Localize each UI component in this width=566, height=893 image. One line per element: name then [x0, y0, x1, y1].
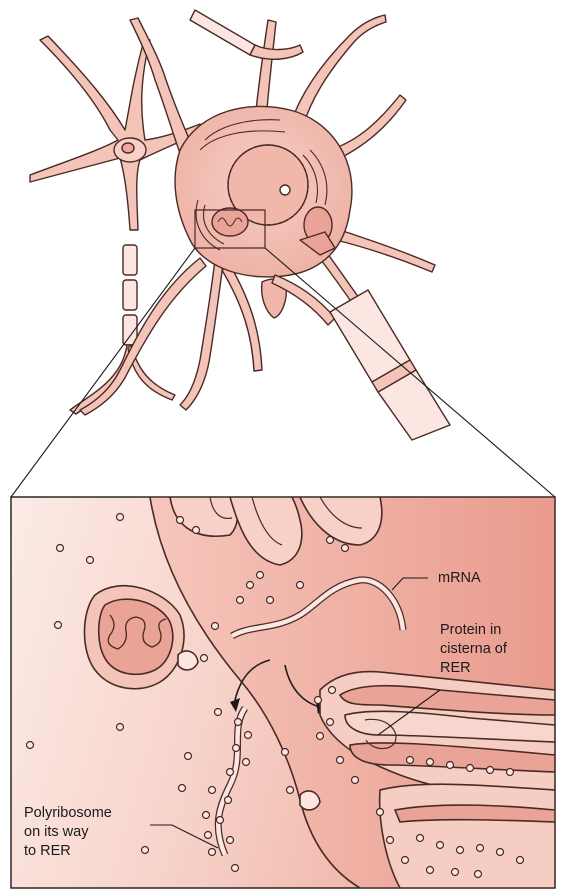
label-polyribosome-line1: Polyribosome [24, 805, 112, 821]
label-polyribosome-line2: on its way [24, 824, 89, 840]
label-mrna: mRNA [438, 570, 481, 586]
label-protein-line3: RER [440, 660, 471, 676]
zoom-panel: mRNA Protein in cisterna of RER Polyribo… [11, 497, 555, 888]
label-polyribosome-line3: to RER [24, 843, 71, 859]
neuron-illustration [30, 10, 450, 440]
label-protein-line2: cisterna of [440, 641, 508, 657]
main-axon [272, 275, 450, 440]
neighbor-neuron [30, 36, 205, 414]
label-protein-line1: Protein in [440, 622, 501, 638]
